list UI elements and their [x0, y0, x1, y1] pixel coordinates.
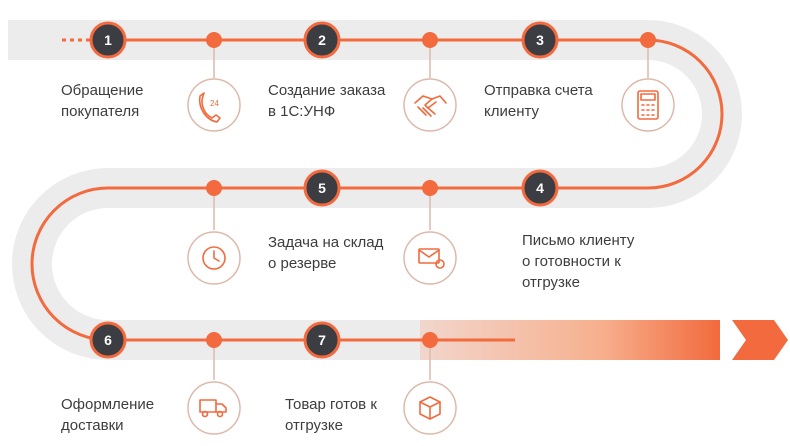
svg-text:2: 2: [318, 32, 326, 48]
path-dot: [206, 32, 222, 48]
clock-icon: [202, 246, 226, 270]
icon-circle: [403, 78, 457, 132]
process-path: [30, 38, 724, 342]
path-dot: [640, 32, 656, 48]
calculator-icon: [637, 90, 659, 120]
path-dot: [206, 332, 222, 348]
start-arrow-band: [8, 20, 60, 60]
step-node-1: 1: [89, 21, 127, 59]
path-dot: [422, 32, 438, 48]
path-dot: [422, 180, 438, 196]
svg-text:1: 1: [104, 32, 112, 48]
step-label-6: Оформление доставки: [61, 396, 155, 434]
svg-text:5: 5: [318, 180, 326, 196]
step-label-3: Отправка счета клиенту: [484, 82, 593, 120]
step-node-3: 3: [521, 21, 559, 59]
step-node-6: 6: [89, 321, 127, 359]
path-dot: [422, 332, 438, 348]
svg-text:3: 3: [536, 32, 544, 48]
svg-text:6: 6: [104, 332, 112, 348]
step-label-7: Товар готов к отгрузке: [285, 396, 377, 434]
step-label-1: Обращение покупателя: [61, 82, 144, 120]
icon-circle: [403, 231, 457, 285]
phone-24-icon: 24: [198, 92, 221, 123]
box-icon: [419, 396, 441, 420]
end-arrow: [732, 320, 788, 360]
step-label-5: Задача на склад о резерве: [268, 234, 384, 272]
step-node-4: 4: [521, 169, 559, 207]
icon-circle: [187, 381, 241, 435]
icon-circle: [187, 78, 241, 132]
handshake-icon: [414, 95, 447, 117]
email-icon: [418, 248, 445, 269]
step-node-7: 7: [303, 321, 341, 359]
svg-text:24: 24: [210, 99, 219, 108]
svg-text:4: 4: [536, 180, 544, 196]
step-node-2: 2: [303, 21, 341, 59]
step-node-5: 5: [303, 169, 341, 207]
delivery-truck-icon: [199, 399, 227, 418]
step-label-2: Создание заказа в 1С:УНФ: [268, 82, 386, 120]
path-dot: [206, 180, 222, 196]
step-label-4: Письмо клиенту о готовности к отгрузке: [522, 232, 635, 291]
svg-text:7: 7: [318, 332, 326, 348]
